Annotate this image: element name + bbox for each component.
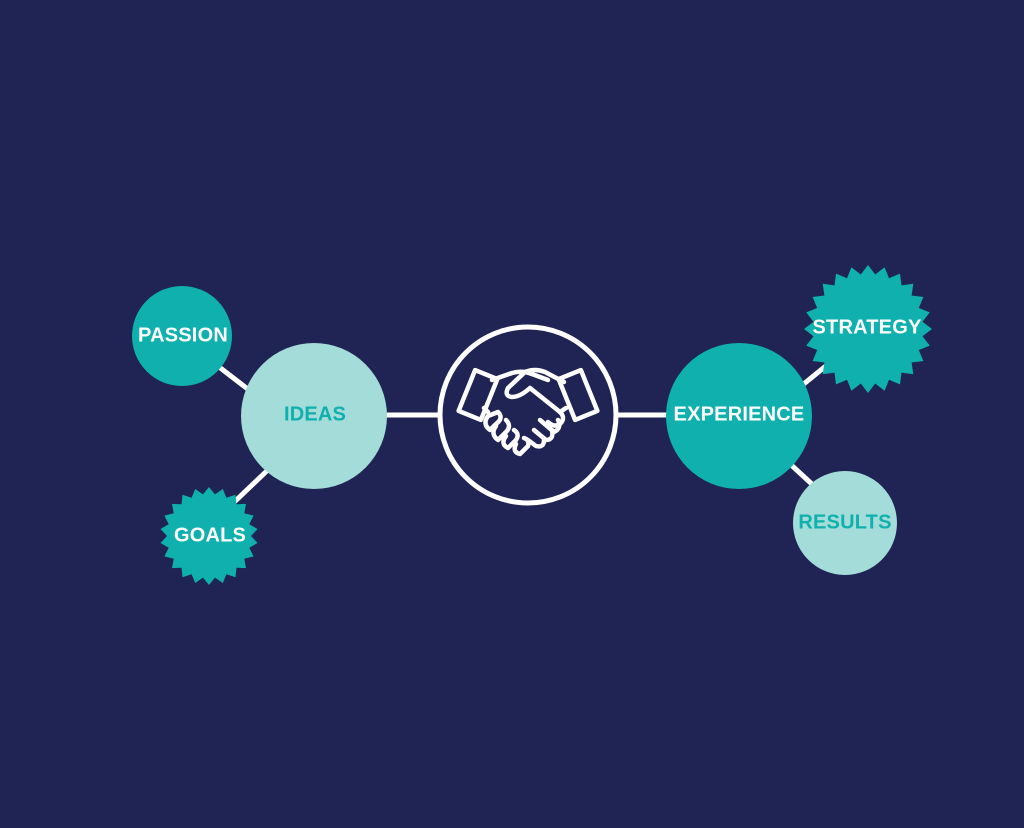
node-results: [793, 471, 897, 575]
handshake-icon: [456, 367, 600, 457]
node-strategy: [804, 265, 932, 393]
label-ideas: IDEAS: [283, 403, 347, 426]
label-strategy: STRATEGY: [812, 316, 922, 339]
node-passion: [132, 286, 232, 386]
label-experience: EXPERIENCE: [673, 403, 805, 426]
label-results: RESULTS: [798, 511, 892, 534]
connector-experience-results: [786, 460, 816, 488]
node-experience: [666, 343, 812, 489]
label-goals: GOALS: [173, 524, 247, 547]
center-ring: [437, 324, 619, 506]
node-goals: [160, 487, 258, 585]
node-ideas: [241, 343, 387, 489]
label-passion: PASSION: [138, 324, 228, 347]
